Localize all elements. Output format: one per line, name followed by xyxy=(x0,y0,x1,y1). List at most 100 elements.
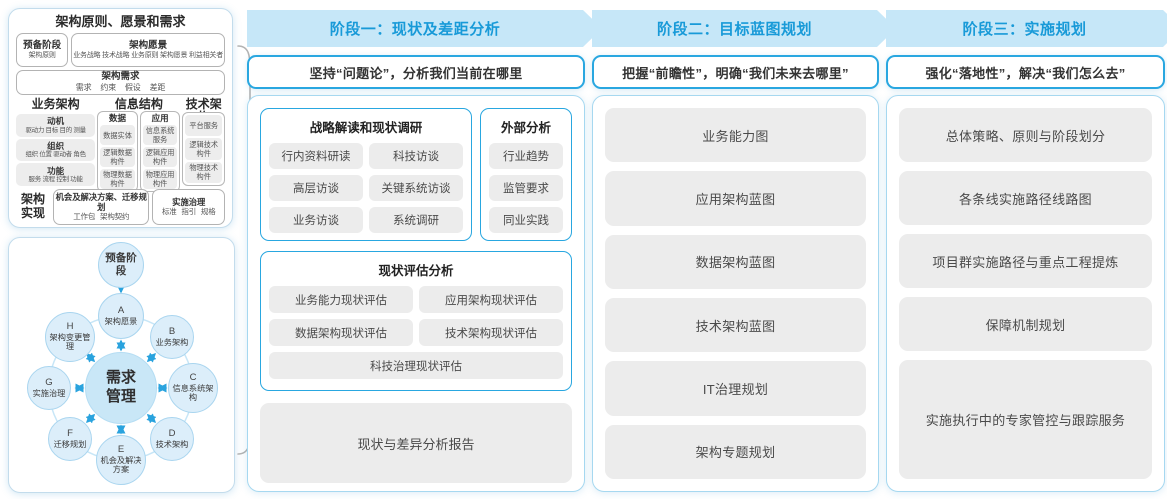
organization-title: 组织 xyxy=(47,141,65,152)
motivation-title: 动机 xyxy=(47,116,65,127)
technical-architecture-box: 平台服务 逻辑技术构件 物理技术构件 xyxy=(182,112,225,186)
external-analysis-title: 外部分析 xyxy=(500,121,551,135)
phase3-item: 项目群实施路径与重点工程提炼 xyxy=(899,234,1152,289)
motivation-chip: 动机 驱动力 目标 目的 测量 xyxy=(16,114,96,137)
function-title: 功能 xyxy=(47,165,65,176)
phase3-content: 总体策略、原则与阶段划分 各条线实施路径线路图 项目群实施路径与重点工程提炼 保… xyxy=(886,95,1165,492)
phase3-item: 保障机制规划 xyxy=(899,297,1152,352)
phase2-header-band: 阶段二：目标蓝图规划 xyxy=(592,10,896,47)
data-item: 物理数据构件 xyxy=(100,169,135,190)
phase3-header-band: 阶段三：实施规划 xyxy=(886,10,1167,47)
adm-node-d: D 技术架构 xyxy=(150,417,194,461)
information-structure-title: 信息结构 xyxy=(114,97,163,111)
phase1-header: 阶段一：现状及差距分析 xyxy=(329,21,501,38)
adm-node-e: E 机会及解决方案 xyxy=(96,435,146,485)
prep-phase-title: 预备阶段 xyxy=(23,39,62,51)
application-item: 信息系统服务 xyxy=(142,125,178,146)
strategy-research-item: 行内资料研读 xyxy=(269,143,363,169)
adm-node-letter: E xyxy=(117,444,125,456)
opportunity-migration-box: 机会及解决方案、迁移规划 工作包 架构契约 xyxy=(53,189,150,225)
adm-node-label: 迁移规划 xyxy=(53,439,87,449)
adm-node-f: F 迁移规划 xyxy=(48,417,92,461)
adm-node-letter: B xyxy=(168,326,176,338)
motivation-sub: 驱动力 目标 目的 测量 xyxy=(25,126,86,134)
phase2-column: 阶段二：目标蓝图规划 把握“前瞻性”，明确“我们未来去哪里” 业务能力图 应用架… xyxy=(592,10,879,492)
architecture-requirements-box: 架构需求 需求 约束 假设 差距 xyxy=(16,70,225,95)
strategy-research-item: 系统调研 xyxy=(369,207,463,233)
current-assessment-title: 现状评估分析 xyxy=(378,264,454,278)
adm-node-letter: H xyxy=(66,321,74,333)
organization-chip: 组织 组织 位置 驱动者 角色 xyxy=(16,138,96,162)
prep-phase-sub: 架构原则 xyxy=(28,52,56,60)
phase3-item: 各条线实施路径线路图 xyxy=(899,171,1152,226)
implementation-governance-title: 实施治理 xyxy=(172,196,206,207)
assessment-item: 技术架构现状评估 xyxy=(419,319,563,346)
adm-node-letter: G xyxy=(45,377,53,389)
technical-architecture-title: 技术架构 xyxy=(185,97,222,124)
architecture-requirements-sub: 需求 约束 假设 差距 xyxy=(75,83,166,93)
strategy-research-item: 业务访谈 xyxy=(269,207,363,233)
phase2-header: 阶段二：目标蓝图规划 xyxy=(656,21,812,38)
adm-cycle-panel: 预备阶段 A 架构愿景 B 业务架构 C 信息系统架构 D 技术架构 E 机会及… xyxy=(8,237,235,493)
phase2-item: 技术架构蓝图 xyxy=(605,297,866,353)
architecture-framework-panel: 架构原则、愿景和需求 预备阶段 架构原则 架构愿景 业务战略 技术战略 业务原则… xyxy=(8,8,233,228)
business-architecture-title: 业务架构 xyxy=(31,97,80,111)
application-subcolumn-title: 应用 xyxy=(151,113,169,123)
application-item: 逻辑应用构件 xyxy=(142,147,178,168)
tech-item: 逻辑技术构件 xyxy=(185,138,222,160)
adm-node-b: B 业务架构 xyxy=(150,315,194,359)
adm-node-label: 架构愿景 xyxy=(104,316,138,326)
function-sub: 服务 流程 控制 功能 xyxy=(28,175,83,183)
phase1-column: 阶段一：现状及差距分析 坚持“问题论”，分析我们当前在哪里 战略解读和现状调研 … xyxy=(247,10,585,492)
organization-sub: 组织 位置 驱动者 角色 xyxy=(25,151,86,159)
phase2-content: 业务能力图 应用架构蓝图 数据架构蓝图 技术架构蓝图 IT治理规划 架构专题规划 xyxy=(592,95,879,492)
adm-node-c: C 信息系统架构 xyxy=(168,363,218,413)
data-item: 逻辑数据构件 xyxy=(100,147,135,168)
adm-node-prep-label: 预备阶段 xyxy=(105,252,137,277)
phase3-header: 阶段三：实施规划 xyxy=(962,21,1087,38)
adm-node-label: 机会及解决方案 xyxy=(100,455,142,475)
adm-node-letter: F xyxy=(67,428,73,440)
adm-center-label: 需求管理 xyxy=(105,369,136,405)
external-analysis-group: 外部分析 行业趋势 监管要求 同业实践 xyxy=(480,108,572,241)
data-item: 数据实体 xyxy=(100,125,135,146)
adm-node-h: H 架构变更管理 xyxy=(45,312,95,362)
assessment-item: 科技治理现状评估 xyxy=(269,352,563,379)
phase3-subtitle: 强化“落地性”，解决“我们怎么去” xyxy=(886,55,1165,89)
phase2-subtitle: 把握“前瞻性”，明确“我们未来去哪里” xyxy=(592,55,879,89)
data-subcolumn-title: 数据 xyxy=(109,113,127,123)
adm-node-g: G 实施治理 xyxy=(27,366,71,410)
business-architecture-column: 业务架构 动机 驱动力 目标 目的 测量 组织 组织 位置 驱动者 角色 功能 … xyxy=(16,97,96,187)
function-chip: 功能 服务 流程 控制 功能 xyxy=(16,163,96,187)
architecture-vision-sub: 业务战略 技术战略 业务原则 架构愿景 利益相关者 xyxy=(73,52,223,60)
external-analysis-item: 监管要求 xyxy=(489,175,563,201)
phase3-item: 总体策略、原则与阶段划分 xyxy=(899,108,1152,163)
framework-title: 架构原则、愿景和需求 xyxy=(55,14,186,29)
opportunity-migration-sub: 工作包 架构契约 xyxy=(73,212,130,222)
current-assessment-group: 现状评估分析 业务能力现状评估 应用架构现状评估 数据架构现状评估 技术架构现状… xyxy=(260,251,572,391)
adm-node-a: A 架构愿景 xyxy=(98,293,144,339)
external-analysis-item: 行业趋势 xyxy=(489,143,563,169)
assessment-item: 数据架构现状评估 xyxy=(269,319,413,346)
architecture-realization-title: 架构实现 xyxy=(20,192,45,220)
architecture-vision-box: 架构愿景 业务战略 技术战略 业务原则 架构愿景 利益相关者 xyxy=(71,33,225,67)
strategy-research-group: 战略解读和现状调研 行内资料研读 科技访谈 高层访谈 关键系统访谈 业务访谈 系… xyxy=(260,108,472,241)
phase1-subtitle: 坚持“问题论”，分析我们当前在哪里 xyxy=(247,55,585,89)
prep-phase-box: 预备阶段 架构原则 xyxy=(16,33,69,67)
phase2-item: IT治理规划 xyxy=(605,361,866,416)
phase2-item: 数据架构蓝图 xyxy=(605,234,866,289)
adm-node-prep: 预备阶段 xyxy=(98,242,144,288)
adm-node-label: 架构变更管理 xyxy=(49,332,91,352)
assessment-item: 业务能力现状评估 xyxy=(269,286,413,313)
implementation-governance-box: 实施治理 标准 指引 规格 xyxy=(152,189,225,225)
technical-architecture-column: 技术架构 平台服务 逻辑技术构件 物理技术构件 xyxy=(182,98,225,186)
assessment-item: 应用架构现状评估 xyxy=(419,286,563,313)
phase1-header-band: 阶段一：现状及差距分析 xyxy=(247,10,602,47)
adm-center-node: 需求管理 xyxy=(85,352,157,424)
information-structure-column: 信息结构 数据 数据实体 逻辑数据构件 物理数据构件 应用 信息系统服务 逻辑应… xyxy=(97,97,181,193)
application-item: 物理应用构件 xyxy=(142,169,178,190)
adm-node-letter: A xyxy=(117,305,125,317)
phase2-item: 业务能力图 xyxy=(605,108,866,163)
phase1-output-report: 现状与差异分析报告 xyxy=(260,403,572,483)
opportunity-migration-title: 机会及解决方案、迁移规划 xyxy=(55,191,147,213)
